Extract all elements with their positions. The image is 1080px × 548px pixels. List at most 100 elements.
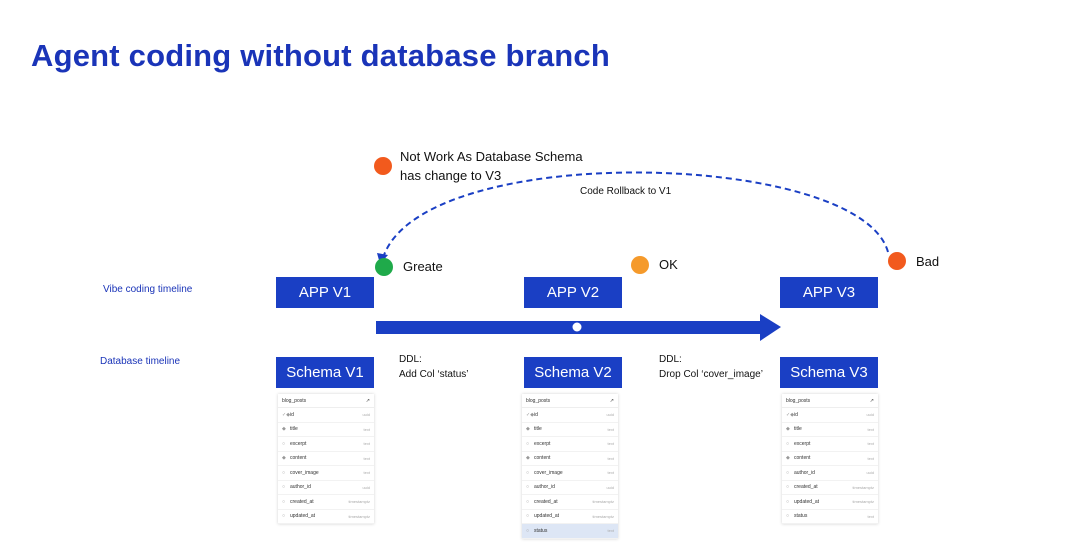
table-row: ○ created_at timestamptz (278, 495, 374, 510)
column-icon: ○ (526, 527, 530, 534)
column-name: author_id (794, 469, 815, 476)
status-v3-dot (888, 252, 906, 270)
column-type: text (607, 441, 614, 447)
column-type: text (607, 426, 614, 432)
column-icon: ○ (282, 440, 286, 447)
column-type: uuid (362, 484, 370, 490)
column-type: text (607, 470, 614, 476)
note-line-2: has change to V3 (400, 168, 502, 183)
column-icon: ○ (526, 469, 530, 476)
vibe-lane-label: Vibe coding timeline (103, 284, 193, 295)
table-row: ○ author_id uuid (278, 481, 374, 495)
note-line-1: Not Work As Database Schema (400, 149, 583, 164)
column-icon: ✓◆ (786, 411, 795, 418)
status-v2-dot (631, 256, 649, 274)
column-name: title (794, 426, 802, 433)
table-name: blog_posts (526, 397, 551, 404)
schema-v3-table: blog_posts ↗ ✓◆id uuid ◆ title text ○ excerpt tex… (782, 394, 878, 524)
column-type: text (363, 470, 370, 476)
column-type: text (607, 528, 614, 534)
table-header: blog_posts↗ (278, 394, 374, 408)
table-header: blog_posts ↗ (782, 394, 878, 408)
table-header: blog_posts↗ (522, 394, 618, 408)
column-name: id (794, 411, 798, 418)
column-type: uuid (606, 412, 614, 418)
schema-v1-box: Schema V1 (276, 357, 374, 388)
app-v3-box: APP V3 (780, 277, 878, 308)
column-icon: ○ (786, 469, 790, 476)
column-type: uuid (606, 484, 614, 490)
db-lane-label: Database timeline (100, 356, 181, 367)
rollback-arc (382, 171, 889, 259)
column-icon: ◆ (526, 426, 530, 433)
column-type: timestamptz (348, 499, 370, 505)
column-name: updated_at (290, 513, 316, 520)
column-icon: ○ (282, 469, 286, 476)
column-icon: ○ (786, 484, 790, 491)
column-name: excerpt (290, 440, 307, 447)
ddl-first-head: DDL: (399, 354, 422, 365)
column-name: cover_image (534, 469, 563, 476)
column-type: text (363, 455, 370, 461)
column-type: uuid (866, 412, 874, 418)
note-text: Not Work As Database Schema has change t… (400, 147, 583, 185)
table-row: ○ cover_image text (278, 466, 374, 481)
ddl-second: DDL: Drop Col ‘cover_image’ (659, 352, 763, 382)
column-icon: ○ (786, 440, 790, 447)
page-title: Agent coding without database branch (31, 38, 611, 73)
column-icon: ◆ (282, 455, 286, 462)
column-name: created_at (290, 498, 314, 505)
column-icon: ○ (282, 498, 286, 505)
column-type: timestamptz (852, 499, 874, 505)
column-icon: ○ (282, 484, 286, 491)
column-name: cover_image (290, 469, 319, 476)
column-icon: ○ (786, 498, 790, 505)
column-name: id (290, 411, 294, 418)
column-type: text (867, 455, 874, 461)
table-row: ✓◆id uuid (278, 408, 374, 423)
column-name: author_id (534, 484, 555, 491)
column-name: excerpt (794, 440, 811, 447)
column-name: content (794, 455, 811, 462)
column-type: text (867, 426, 874, 432)
table-row: ✓◆id uuid (782, 408, 878, 423)
column-name: content (290, 455, 307, 462)
column-icon: ✓◆ (282, 411, 291, 418)
column-name: updated_at (534, 513, 560, 520)
column-icon: ◆ (282, 426, 286, 433)
ddl-first: DDL: Add Col ‘status’ (399, 352, 468, 382)
external-link-icon: ↗ (869, 397, 874, 404)
rollback-label: Code Rollback to V1 (580, 186, 672, 197)
ddl-second-head: DDL: (659, 354, 682, 365)
note-dot (374, 157, 392, 175)
app-v1-box: APP V1 (276, 277, 374, 308)
column-type: text (867, 513, 874, 519)
column-name: created_at (794, 484, 818, 491)
column-type: uuid (362, 412, 370, 418)
table-name: blog_posts (282, 397, 307, 404)
column-icon: ◆ (786, 455, 790, 462)
column-icon: ◆ (526, 455, 530, 462)
table-name: blog_posts (786, 397, 811, 404)
ddl-first-body: Add Col ‘status’ (399, 369, 469, 380)
table-row: ○ cover_image text (522, 466, 618, 481)
column-name: author_id (290, 484, 311, 491)
table-row: ◆ content text (278, 452, 374, 466)
column-name: updated_at (794, 498, 820, 505)
timeline-arrow-shaft (376, 321, 762, 334)
column-type: text (607, 455, 614, 461)
column-name: excerpt (534, 440, 551, 447)
column-icon: ○ (282, 513, 286, 520)
table-row: ○ updated_at timestamptz (782, 495, 878, 510)
column-type: timestamptz (592, 499, 614, 505)
